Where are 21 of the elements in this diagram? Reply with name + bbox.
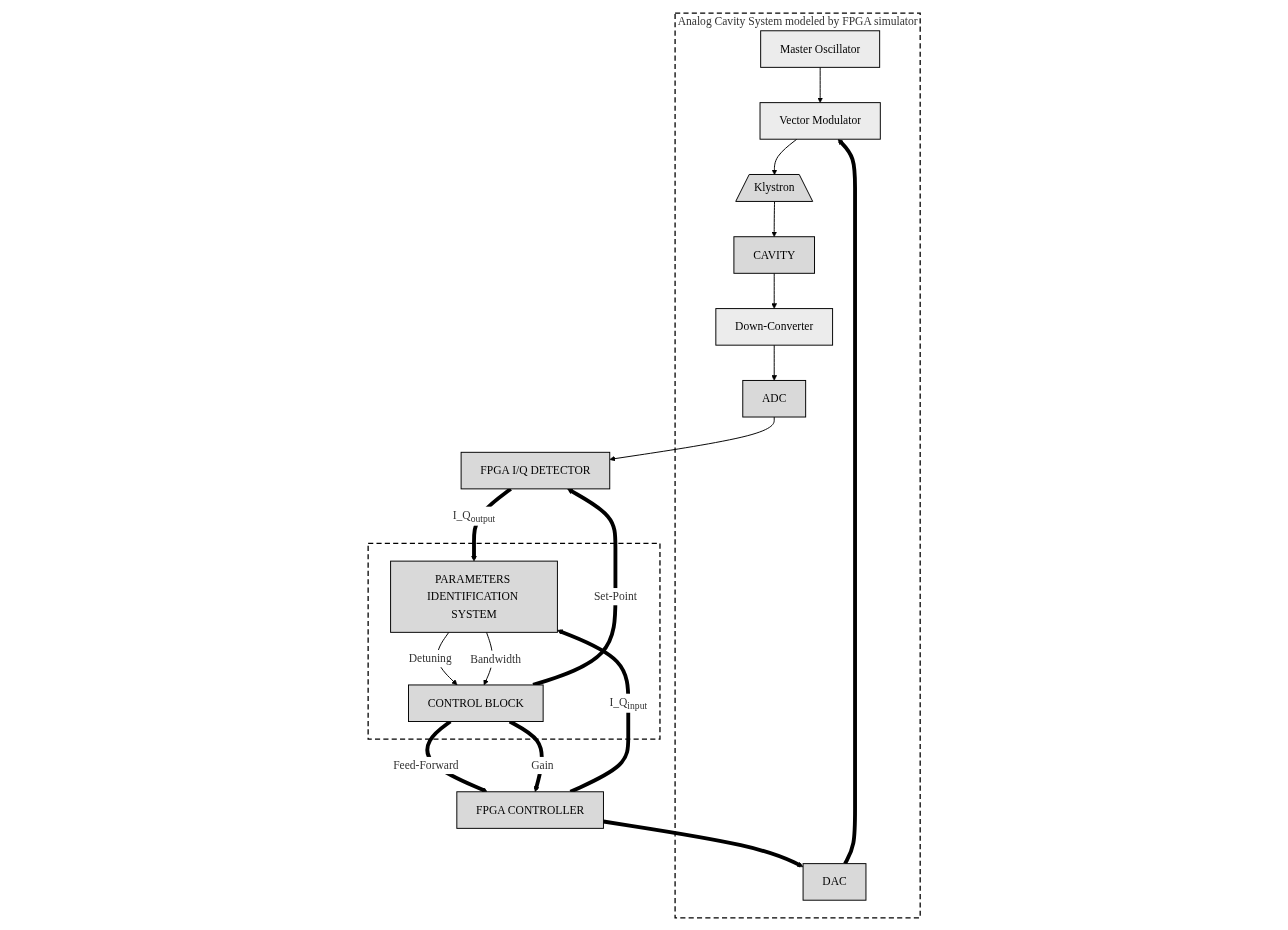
- node-box: FPGA I/Q DETECTOR: [460, 451, 611, 489]
- edge-label: Set-Point: [593, 589, 637, 603]
- arrow: [837, 138, 857, 865]
- edge-label: Gain: [531, 758, 554, 772]
- node-box: Master Oscillator: [760, 29, 880, 68]
- arrow: [603, 819, 804, 867]
- edge-label: I_Q$_{input}$: [609, 695, 647, 711]
- node-box: FPGA CONTROLLER: [456, 790, 604, 829]
- node-box: DAC: [802, 862, 867, 901]
- edge-label: Feed-Forward: [392, 758, 459, 772]
- arrow: [532, 487, 618, 687]
- node-box: CAVITY: [733, 235, 815, 274]
- node-box: Vector Modulator: [759, 101, 881, 140]
- node-box: PARAMETERS IDENTIFICATION SYSTEM: [389, 560, 558, 633]
- edge-label: I_Q$_{output}$: [452, 507, 496, 524]
- node-box: CONTROL BLOCK: [407, 683, 544, 722]
- node-box: Down-Converter: [715, 307, 833, 346]
- node-box: ADC: [742, 379, 806, 417]
- cluster: [367, 542, 661, 740]
- edge-label: Detuning: [408, 651, 452, 665]
- edge-label: Bandwidth: [470, 651, 521, 665]
